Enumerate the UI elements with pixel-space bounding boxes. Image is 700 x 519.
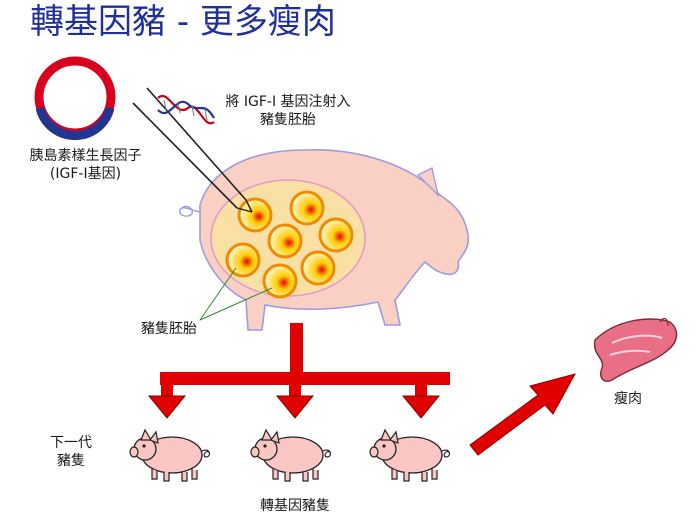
embryo-icon	[318, 217, 354, 253]
needle-icon	[132, 87, 253, 213]
piglet-icon	[250, 429, 332, 482]
embryo-icon	[225, 242, 261, 278]
embryo-group	[225, 190, 354, 299]
inject-label: 將 IGF-I 基因注射入 豬隻胚胎	[225, 94, 351, 128]
offspring-label: 下一代 豬隻	[50, 435, 92, 469]
embryo-icon	[289, 190, 325, 226]
transgenic-label: 轉基因豬隻	[260, 498, 330, 514]
dna-helix-icon	[157, 94, 215, 125]
diagonal-arrow-icon	[469, 373, 577, 456]
embryo-label: 豬隻胚胎	[141, 321, 197, 337]
embryo-icon	[262, 263, 298, 299]
embryo-icon	[300, 250, 336, 286]
embryo-pointer-lines	[199, 267, 273, 321]
gene-label: 胰島素樣生長因子 (IGF-I基因)	[29, 148, 142, 182]
embryo-icon	[267, 223, 303, 259]
arrow-icon	[148, 323, 450, 419]
page-title: 轉基因豬 - 更多瘦肉	[30, 2, 336, 42]
piglet-icon	[129, 429, 211, 482]
lean-meat-label: 瘦肉	[614, 391, 642, 407]
plasmid-icon	[34, 56, 116, 141]
embryo-icon	[237, 197, 273, 233]
piglet-icon	[369, 429, 451, 482]
meat-icon	[593, 317, 678, 382]
